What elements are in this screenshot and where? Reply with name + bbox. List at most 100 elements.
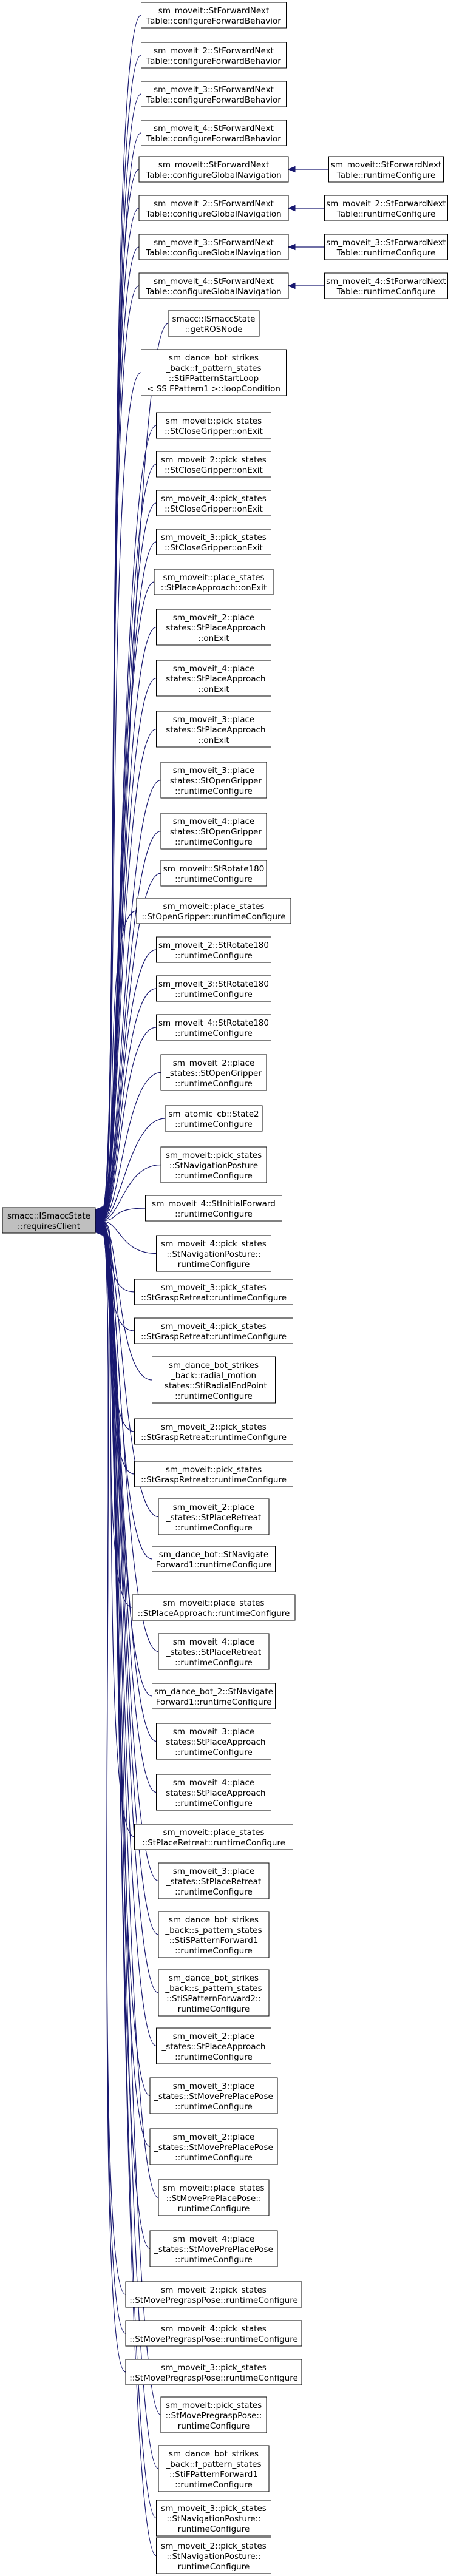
function-node[interactable]: sm_moveit_3::StForwardNextTable::runtime… (324, 234, 448, 260)
edge (95, 1226, 151, 2250)
function-node[interactable]: sm_moveit_4::pick_states::StNavigationPo… (156, 1235, 271, 1272)
node-label-line: sm_moveit_3::place (173, 766, 254, 776)
function-node[interactable]: sm_moveit_3::place_states::StPlaceRetrea… (158, 1862, 270, 1899)
function-node[interactable]: sm_moveit_4::pick_states::StMovePregrasp… (125, 2320, 302, 2347)
function-node[interactable]: sm_moveit_4::StRotate180::runtimeConfigu… (156, 1014, 271, 1041)
function-node[interactable]: sm_moveit_3::place_states::StMovePrePlac… (149, 2077, 278, 2114)
function-node[interactable]: sm_dance_bot_strikes_back::s_pattern_sta… (158, 1911, 270, 1958)
node-label-line: Table::configureForwardBehavior (146, 134, 281, 144)
node-label-line: ::runtimeConfigure (175, 1523, 253, 1533)
function-node[interactable]: sm_moveit_2::place_states::StPlaceApproa… (156, 609, 271, 646)
node-box (134, 1279, 293, 1305)
node-box (158, 2445, 270, 2492)
function-node[interactable]: sm_moveit_2::StForwardNextTable::configu… (141, 42, 287, 69)
function-node[interactable]: sm_moveit::place_states::StOpenGripper::… (136, 898, 291, 924)
function-node[interactable]: sm_dance_bot::StNavigateForward1::runtim… (152, 1546, 276, 1572)
node-box (158, 1911, 270, 1958)
function-node[interactable]: sm_moveit_2::place_states::StOpenGripper… (160, 1054, 267, 1091)
node-label-line: ::runtimeConfigure (175, 2480, 253, 2490)
function-node[interactable]: sm_moveit_4::StForwardNextTable::runtime… (324, 272, 448, 299)
edge-line (101, 910, 137, 1219)
node-label-line: sm_moveit_4::StForwardNext (326, 277, 446, 286)
edge (95, 502, 157, 1218)
node-label-line: ::StiFPatternForward1 (169, 2470, 258, 2480)
node-label-line: sm_moveit_3::pick_states (161, 2504, 267, 2513)
function-node[interactable]: sm_moveit_4::StForwardNextTable::configu… (138, 272, 289, 299)
node-label-line: ::runtimeConfigure (175, 951, 253, 961)
function-node[interactable]: sm_dance_bot_strikes_back::radial_motion… (152, 1356, 276, 1404)
function-node[interactable]: sm_moveit_2::pick_states::StCloseGripper… (156, 451, 271, 478)
function-node[interactable]: sm_moveit_2::place_states::StMovePrePlac… (149, 2128, 278, 2165)
function-node[interactable]: sm_moveit_4::place_states::StMovePrePlac… (149, 2230, 278, 2267)
node-box (125, 2320, 302, 2347)
function-node[interactable]: sm_moveit::place_states::StPlaceRetreat:… (134, 1824, 293, 1850)
function-node[interactable]: sm_moveit_4::pick_states::StCloseGripper… (156, 490, 271, 516)
function-node[interactable]: sm_moveit_3::pick_states::StGraspRetreat… (134, 1279, 293, 1305)
node-box (160, 1054, 267, 1091)
function-node[interactable]: sm_moveit::StRotate180::runtimeConfigure (160, 860, 267, 887)
node-box (134, 1461, 293, 1487)
node-box (156, 711, 271, 748)
function-node[interactable]: sm_moveit_2::StForwardNextTable::runtime… (324, 195, 448, 221)
function-node[interactable]: sm_moveit_4::place_states::StPlaceApproa… (156, 660, 271, 697)
function-node[interactable]: sm_moveit_4::StInitialForward::runtimeCo… (145, 1195, 282, 1222)
function-node[interactable]: sm_moveit_4::pick_states::StGraspRetreat… (134, 1317, 293, 1344)
function-node[interactable]: sm_moveit_3::StRotate180::runtimeConfigu… (156, 975, 271, 1002)
node-label-line: sm_moveit_4::pick_states (161, 2324, 267, 2334)
function-node[interactable]: sm_moveit::StForwardNextTable::configure… (141, 2, 287, 29)
root-node[interactable]: smacc::ISmaccState::requiresClient (2, 1207, 96, 1234)
function-node[interactable]: sm_moveit::pick_states::StGraspRetreat::… (134, 1461, 293, 1487)
node-label-line: sm_dance_bot_2::StNavigate (154, 1687, 273, 1697)
function-node[interactable]: sm_dance_bot_strikes_back::s_pattern_sta… (158, 1969, 270, 2017)
function-node[interactable]: sm_moveit::place_states::StMovePrePlaceP… (158, 2179, 270, 2216)
function-node[interactable]: sm_moveit::place_states::StPlaceApproach… (132, 1594, 296, 1621)
function-node[interactable]: sm_moveit_2::StForwardNextTable::configu… (138, 195, 289, 221)
edge (95, 949, 157, 1222)
node-label-line: ::StMovePregraspPose::runtimeConfigure (129, 2373, 298, 2383)
function-node[interactable]: sm_dance_bot_strikes_back::f_pattern_sta… (141, 349, 287, 396)
function-node[interactable]: sm_moveit_2::pick_states::StMovePregrasp… (125, 2281, 302, 2308)
node-label-line: smacc::ISmaccState (172, 314, 256, 324)
function-node[interactable]: sm_dance_bot_2::StNavigateForward1::runt… (152, 1683, 276, 1709)
function-node[interactable]: sm_moveit::pick_states::StMovePregraspPo… (160, 2396, 267, 2433)
node-label-line: sm_moveit_2::place (173, 2032, 254, 2041)
function-node[interactable]: sm_moveit_4::place_states::StOpenGripper… (160, 813, 267, 850)
function-node[interactable]: sm_moveit_3::place_states::StPlaceApproa… (156, 1723, 271, 1760)
node-label-line: ::StCloseGripper::onExit (165, 504, 263, 514)
node-label-line: _back::f_pattern_states (165, 2459, 261, 2469)
function-node[interactable]: sm_moveit_2::StRotate180::runtimeConfigu… (156, 936, 271, 963)
function-node[interactable]: sm_moveit_2::place_states::StPlaceApproa… (156, 2027, 271, 2064)
function-node[interactable]: sm_moveit_4::StForwardNextTable::configu… (141, 120, 287, 146)
function-node[interactable]: sm_moveit_3::pick_states::StMovePregrasp… (125, 2359, 302, 2385)
function-node[interactable]: sm_moveit_3::place_states::StOpenGripper… (160, 762, 267, 799)
function-node[interactable]: sm_moveit_2::place_states::StPlaceRetrea… (158, 1498, 270, 1535)
node-box (168, 310, 260, 337)
function-node[interactable]: sm_moveit_2::pick_states::StNavigationPo… (156, 2537, 271, 2574)
function-node[interactable]: sm_moveit_3::StForwardNextTable::configu… (141, 81, 287, 107)
function-node[interactable]: sm_moveit_4::place_states::StPlaceApproa… (156, 1774, 271, 1811)
function-node[interactable]: sm_moveit::pick_states::StCloseGripper::… (156, 412, 271, 439)
function-node[interactable]: sm_moveit_3::pick_states::StNavigationPo… (156, 2500, 271, 2537)
node-label-line: ::runtimeConfigure (175, 837, 253, 847)
function-node[interactable]: sm_moveit_2::pick_states::StGraspRetreat… (134, 1418, 293, 1445)
node-label-line: ::runtimeConfigure (175, 1946, 253, 1956)
node-label-line: ::requiresClient (18, 1222, 80, 1231)
function-node[interactable]: smacc::ISmaccState::getROSNode (168, 310, 260, 337)
function-node[interactable]: sm_moveit_3::place_states::StPlaceApproa… (156, 711, 271, 748)
function-node[interactable]: sm_moveit_3::StForwardNextTable::configu… (138, 234, 289, 260)
node-label-line: sm_moveit_4::place (173, 1637, 254, 1647)
node-label-line: ::runtimeConfigure (175, 1171, 253, 1181)
function-node[interactable]: sm_moveit_4::place_states::StPlaceRetrea… (158, 1633, 270, 1670)
function-node[interactable]: sm_moveit::pick_states::StNavigationPost… (160, 1146, 267, 1183)
edge (95, 1223, 157, 1793)
function-node[interactable]: sm_dance_bot_strikes_back::f_pattern_sta… (158, 2445, 270, 2492)
function-node[interactable]: sm_moveit::place_states::StPlaceApproach… (154, 569, 274, 595)
function-node[interactable]: sm_moveit::StForwardNextTable::runtimeCo… (328, 156, 444, 183)
function-node[interactable]: sm_atomic_cb::State2::runtimeConfigure (165, 1105, 263, 1132)
node-label-line: sm_dance_bot_strikes (169, 1361, 259, 1370)
node-box (134, 1317, 293, 1344)
node-box (156, 451, 271, 478)
node-label-line: ::onExit (198, 685, 229, 694)
function-node[interactable]: sm_moveit::StForwardNextTable::configure… (138, 156, 289, 183)
function-node[interactable]: sm_moveit_3::pick_states::StCloseGripper… (156, 529, 271, 555)
